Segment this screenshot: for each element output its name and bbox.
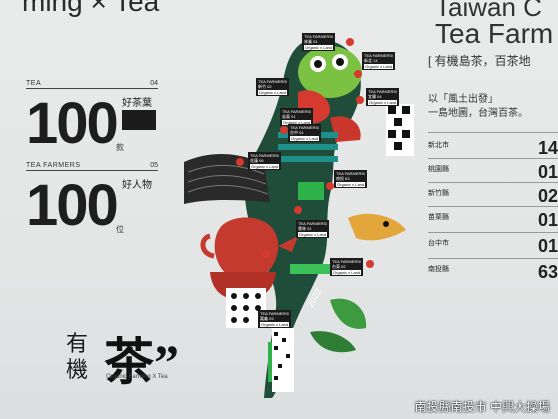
title-line-2: Tea Farm bbox=[435, 18, 554, 49]
stat-unit: 款 bbox=[116, 143, 124, 152]
qr-pattern bbox=[386, 104, 414, 156]
county-count: 01 bbox=[538, 236, 558, 256]
county-count: 01 bbox=[538, 210, 558, 230]
county-name: 台中市 bbox=[428, 240, 449, 247]
stat-number-index: 05 bbox=[150, 162, 158, 169]
divider bbox=[428, 158, 558, 159]
county-name: 南投縣 bbox=[428, 266, 449, 273]
photo-caption: 南投縣南投市 中興大操場 bbox=[414, 400, 550, 414]
frog-head bbox=[298, 46, 362, 98]
divider bbox=[26, 88, 158, 89]
intro-line-2: 一島地圖，台灣百茶。 bbox=[428, 108, 528, 119]
county-name: 桃園縣 bbox=[428, 166, 449, 173]
top-heading-fragment: ming × Tea bbox=[22, 0, 160, 17]
intro-line-1: 以「風土出發」 bbox=[428, 94, 498, 105]
barcode-pattern bbox=[272, 328, 294, 392]
divider bbox=[428, 258, 558, 259]
bird bbox=[348, 213, 406, 241]
stat-label: TEA bbox=[26, 80, 42, 87]
county-count: 01 bbox=[538, 162, 558, 182]
green-block bbox=[290, 264, 330, 274]
county-count: 02 bbox=[538, 186, 558, 206]
county-name: 新竹縣 bbox=[428, 190, 449, 197]
stat-unit: 位 bbox=[116, 225, 124, 234]
county-count: 63 bbox=[538, 262, 558, 282]
stat-number-index: 04 bbox=[150, 80, 158, 87]
stat-value: 100 bbox=[26, 173, 119, 238]
county-name: 新北市 bbox=[428, 142, 449, 149]
island-base bbox=[244, 39, 361, 398]
county-name: 苗栗縣 bbox=[428, 214, 449, 221]
logo-char-1: 有 bbox=[66, 331, 89, 356]
map-pins bbox=[236, 38, 374, 324]
logo-char-2: 機 bbox=[66, 357, 89, 382]
divider bbox=[428, 232, 558, 233]
divider bbox=[26, 170, 158, 171]
teapot bbox=[214, 217, 279, 278]
divider bbox=[428, 132, 558, 133]
divider bbox=[428, 182, 558, 183]
title-line-1: Taiwan C bbox=[435, 0, 542, 22]
logo-tea-char: 茶” bbox=[104, 334, 179, 390]
green-block bbox=[298, 182, 324, 200]
logo-english: Organic Farming X Tea bbox=[106, 374, 168, 380]
divider bbox=[428, 206, 558, 207]
stat-chinese-label: 好茶葉 bbox=[122, 98, 152, 109]
stat-value: 100 bbox=[26, 91, 119, 156]
county-count: 14 bbox=[538, 138, 558, 158]
info-block bbox=[122, 110, 156, 130]
stat-chinese-label: 好人物 bbox=[122, 180, 152, 191]
green-leaves bbox=[330, 298, 367, 329]
stat-label: TEA FARMERS bbox=[26, 162, 81, 169]
farmer-count-panel: TEA FARMERS 05 100 好人物 位 bbox=[26, 162, 158, 242]
tea-count-panel: TEA 04 100 好茶葉 款 bbox=[26, 80, 158, 160]
subtitle: [ 有機島茶，百茶地 bbox=[428, 54, 531, 68]
